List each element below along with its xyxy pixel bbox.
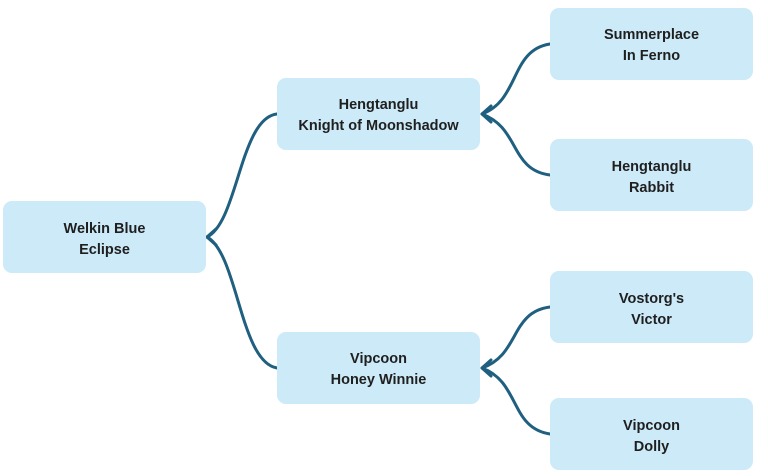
node-sire[interactable]: Hengtanglu Knight of Moonshadow	[277, 78, 480, 150]
connector-dam-sire	[480, 305, 552, 370]
connector-root-dam	[205, 235, 279, 370]
node-sire-sire-line-2: In Ferno	[623, 48, 680, 64]
node-dam-dam-line-1: Vipcoon	[623, 418, 680, 434]
node-sire-dam[interactable]: Hengtanglu Rabbit	[550, 139, 753, 211]
connector-sire-sire	[480, 42, 552, 116]
node-dam-line-1: Vipcoon	[350, 351, 407, 367]
node-sire-dam-line-2: Rabbit	[629, 180, 674, 196]
arrowhead-sire	[480, 104, 493, 124]
node-root-line-2: Eclipse	[79, 242, 130, 258]
node-sire-sire-line-1: Summerplace	[604, 27, 699, 43]
node-dam-sire-line-2: Victor	[631, 312, 672, 328]
node-sire-dam-line-1: Hengtanglu	[612, 159, 692, 175]
node-root[interactable]: Welkin Blue Eclipse	[3, 201, 206, 273]
node-dam[interactable]: Vipcoon Honey Winnie	[277, 332, 480, 404]
node-dam-sire[interactable]: Vostorg's Victor	[550, 271, 753, 343]
arrowhead-root	[205, 227, 218, 247]
node-sire-line-2: Knight of Moonshadow	[298, 118, 459, 134]
node-sire-sire[interactable]: Summerplace In Ferno	[550, 8, 753, 80]
node-dam-sire-line-1: Vostorg's	[619, 291, 684, 307]
connector-dam-dam	[480, 366, 552, 436]
node-dam-dam[interactable]: Vipcoon Dolly	[550, 398, 753, 470]
arrowhead-dam	[480, 358, 493, 378]
node-sire-line-1: Hengtanglu	[339, 97, 419, 113]
connector-root-sire	[205, 112, 279, 239]
node-root-line-1: Welkin Blue	[64, 221, 146, 237]
connector-sire-dam	[480, 112, 552, 177]
node-dam-line-2: Honey Winnie	[331, 372, 427, 388]
node-dam-dam-line-2: Dolly	[634, 439, 669, 455]
